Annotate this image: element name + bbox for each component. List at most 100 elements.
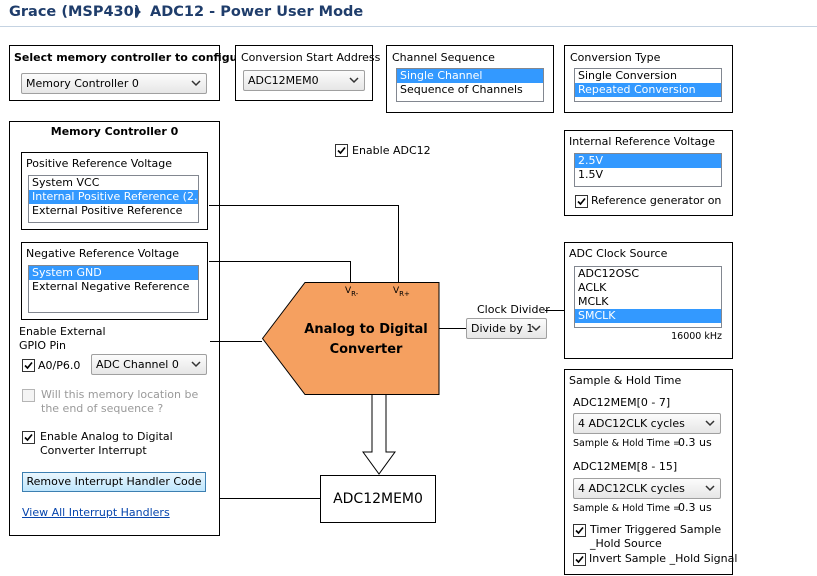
checkmark-icon xyxy=(24,361,33,370)
clock-source-label: ADC Clock Source xyxy=(569,247,668,260)
wire-clock-source xyxy=(545,310,565,311)
channel-sequence-option-single[interactable]: Single Channel xyxy=(397,69,543,83)
clock-source-panel: ADC Clock Source ADC12OSC ACLK MCLK SMCL… xyxy=(564,242,733,359)
negative-ref-panel: Negative Reference Voltage System GND Ex… xyxy=(21,242,208,320)
adc-channel-dropdown-value: ADC Channel 0 xyxy=(96,358,179,371)
checkmark-icon xyxy=(24,433,33,442)
positive-ref-list[interactable]: System VCC Internal Positive Reference (… xyxy=(28,175,199,223)
sample-hold-group1-dropdown[interactable]: 4 ADC12CLK cycles xyxy=(573,413,721,434)
gpio-label-line1: Enable External xyxy=(19,325,106,338)
sample-hold-group1-label: ADC12MEM[0 - 7] xyxy=(573,396,671,409)
checkmark-icon xyxy=(337,146,346,155)
chevron-down-icon xyxy=(705,485,715,492)
channel-sequence-option-sequence[interactable]: Sequence of Channels xyxy=(400,83,523,96)
invert-signal-checkbox[interactable] xyxy=(573,553,586,566)
channel-sequence-list[interactable]: Single Channel Sequence of Channels xyxy=(396,68,544,102)
internal-ref-label: Internal Reference Voltage xyxy=(569,135,716,148)
conversion-type-label: Conversion Type xyxy=(570,51,661,64)
negative-ref-option-gnd[interactable]: System GND xyxy=(29,266,198,280)
conversion-type-list[interactable]: Single Conversion Repeated Conversion xyxy=(574,68,722,102)
timer-triggered-checkbox[interactable] xyxy=(573,524,586,537)
timer-triggered-label-line2: _Hold Source xyxy=(590,537,662,550)
internal-ref-option-1-5v[interactable]: 1.5V xyxy=(578,168,604,181)
clock-divider-dropdown-value: Divide by 1 xyxy=(471,322,534,335)
wire-gpio-input xyxy=(210,341,262,342)
gpio-pin-label: A0/P6.0 xyxy=(38,359,81,372)
sample-hold-group2-time-value: 0.3 us xyxy=(678,501,712,514)
sample-hold-group1-time-label: Sample & Hold Time = xyxy=(573,438,681,449)
memory-controller-title: Memory Controller 0 xyxy=(50,125,179,138)
internal-ref-list[interactable]: 2.5V 1.5V xyxy=(574,153,722,187)
conversion-start-dropdown[interactable]: ADC12MEM0 xyxy=(243,70,365,91)
checkmark-icon xyxy=(575,526,584,535)
wire-negative-ref xyxy=(209,261,351,262)
sample-hold-group2-dropdown[interactable]: 4 ADC12CLK cycles xyxy=(573,478,721,499)
conversion-type-panel: Conversion Type Single Conversion Repeat… xyxy=(564,45,733,113)
positive-ref-option-vcc[interactable]: System VCC xyxy=(32,176,100,189)
wire-negative-ref-down xyxy=(350,261,351,282)
negative-ref-option-external[interactable]: External Negative Reference xyxy=(32,280,190,293)
vr-minus-label: VR- xyxy=(345,286,359,298)
clock-source-option-aclk[interactable]: ACLK xyxy=(578,281,607,294)
negative-ref-list[interactable]: System GND External Negative Reference xyxy=(28,265,199,313)
wire-positive-ref xyxy=(209,205,399,206)
channel-sequence-panel: Channel Sequence Single Channel Sequence… xyxy=(386,45,554,113)
adc-label-line2: Converter xyxy=(329,342,403,357)
app-title: Grace (MSP430) xyxy=(9,4,141,20)
output-arrow-icon xyxy=(362,394,396,475)
positive-ref-label: Positive Reference Voltage xyxy=(26,157,173,170)
sample-hold-group1-value: 4 ADC12CLK cycles xyxy=(578,417,685,430)
view-interrupt-handlers-link[interactable]: View All Interrupt Handlers xyxy=(22,506,170,519)
checkmark-icon xyxy=(575,555,584,564)
timer-triggered-label-line1: Timer Triggered Sample xyxy=(590,523,722,536)
memory-controller-panel: Memory Controller 0 Positive Reference V… xyxy=(9,121,220,536)
gpio-label-line2: GPIO Pin xyxy=(19,339,66,352)
page-title: ADC12 - Power User Mode xyxy=(150,4,364,20)
conversion-start-panel: Conversion Start Address ADC12MEM0 xyxy=(235,45,380,101)
channel-sequence-label: Channel Sequence xyxy=(392,51,495,64)
enable-adc12-checkbox[interactable] xyxy=(335,144,348,157)
ref-generator-checkbox[interactable] xyxy=(575,195,588,208)
gpio-pin-checkbox[interactable] xyxy=(22,359,35,372)
internal-ref-panel: Internal Reference Voltage 2.5V 1.5V Ref… xyxy=(564,130,733,216)
enable-interrupt-label-line2: Converter Interrupt xyxy=(40,444,147,457)
positive-ref-option-external[interactable]: External Positive Reference xyxy=(32,204,183,217)
chevron-down-icon xyxy=(191,361,201,368)
end-of-sequence-label-line1: Will this memory location be xyxy=(41,388,199,401)
positive-ref-panel: Positive Reference Voltage System VCC In… xyxy=(21,152,208,230)
breadcrumb-arrow-icon xyxy=(135,7,141,17)
conversion-start-dropdown-value: ADC12MEM0 xyxy=(248,74,319,87)
conversion-type-option-repeated[interactable]: Repeated Conversion xyxy=(575,83,721,97)
end-of-sequence-checkbox[interactable] xyxy=(22,389,35,402)
conversion-type-option-single[interactable]: Single Conversion xyxy=(578,69,677,82)
clock-source-option-smclk[interactable]: SMCLK xyxy=(575,309,721,323)
clock-source-list[interactable]: ADC12OSC ACLK MCLK SMCLK xyxy=(574,266,722,328)
wire-positive-ref-down xyxy=(398,205,399,282)
memory-controller-dropdown[interactable]: Memory Controller 0 xyxy=(21,73,207,94)
adc-label-line1: Analog to Digital xyxy=(304,322,428,337)
remove-interrupt-handler-button[interactable]: Remove Interrupt Handler Code xyxy=(22,472,206,492)
clock-divider-dropdown[interactable]: Divide by 1 xyxy=(466,318,547,339)
wire-interrupt xyxy=(220,498,320,499)
sample-hold-group1-time-value: 0.3 us xyxy=(678,436,712,449)
chevron-down-icon xyxy=(705,420,715,427)
clock-source-option-adc12osc[interactable]: ADC12OSC xyxy=(578,267,639,280)
positive-ref-option-internal[interactable]: Internal Positive Reference (2.5V) xyxy=(29,190,198,204)
enable-interrupt-checkbox[interactable] xyxy=(22,431,35,444)
checkmark-icon xyxy=(577,197,586,206)
mem-output-box: ADC12MEM0 xyxy=(320,475,436,523)
memory-controller-dropdown-value: Memory Controller 0 xyxy=(26,77,139,90)
adc-channel-dropdown[interactable]: ADC Channel 0 xyxy=(91,354,207,375)
clock-source-option-mclk[interactable]: MCLK xyxy=(578,295,609,308)
vr-plus-label: VR+ xyxy=(393,286,410,298)
internal-ref-option-2-5v[interactable]: 2.5V xyxy=(575,154,721,168)
ref-generator-label: Reference generator on xyxy=(591,194,722,207)
negative-ref-label: Negative Reference Voltage xyxy=(26,247,180,260)
memory-controller-select-label: Select memory controller to configure xyxy=(14,51,251,64)
conversion-start-label: Conversion Start Address xyxy=(241,51,381,64)
sample-hold-group2-time-label: Sample & Hold Time = xyxy=(573,503,681,514)
wire-clock-divider xyxy=(438,328,466,329)
chevron-down-icon xyxy=(349,77,359,84)
adc-converter-block xyxy=(262,282,440,395)
clock-divider-label: Clock Divider xyxy=(477,303,550,316)
